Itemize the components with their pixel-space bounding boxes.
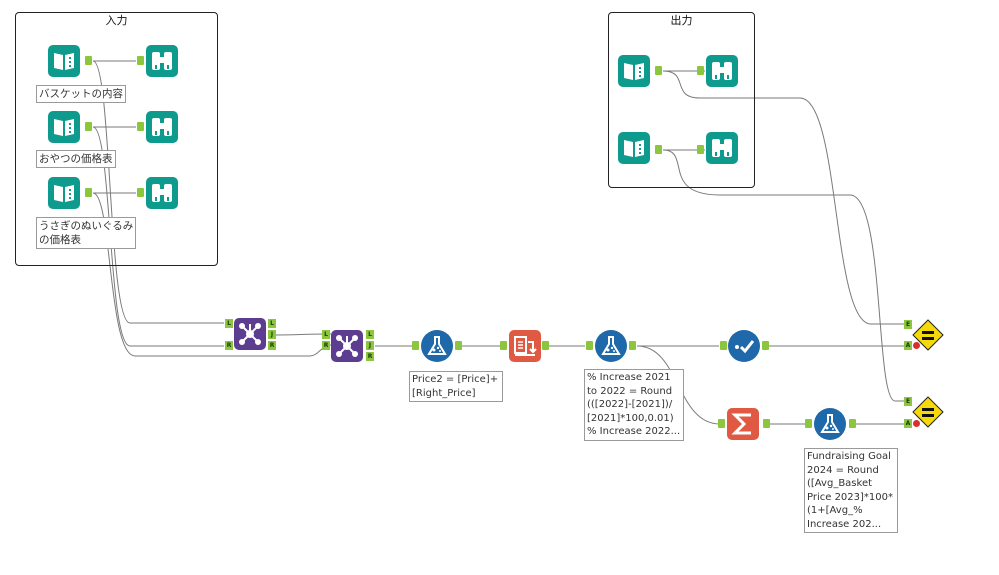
join-left-output-anchor[interactable]: L bbox=[366, 330, 374, 339]
input-container-title: 入力 bbox=[105, 14, 128, 27]
output-anchor[interactable] bbox=[85, 56, 92, 65]
formula-tool-2[interactable] bbox=[595, 330, 627, 362]
join-left-output-anchor[interactable]: L bbox=[268, 319, 276, 328]
output-anchor[interactable] bbox=[629, 341, 636, 350]
formula-icon bbox=[601, 336, 621, 355]
output-container-title: 出力 bbox=[670, 14, 693, 27]
browse-icon bbox=[152, 52, 172, 70]
crosstab-tool[interactable] bbox=[509, 330, 541, 362]
input-anchor[interactable] bbox=[412, 341, 419, 350]
input-anchor[interactable] bbox=[586, 341, 593, 350]
output-anchor[interactable] bbox=[85, 122, 92, 131]
input-anchor[interactable] bbox=[697, 66, 704, 75]
input-anchor[interactable] bbox=[805, 419, 812, 428]
output-anchor[interactable] bbox=[849, 419, 856, 428]
input-anchor[interactable] bbox=[137, 122, 144, 131]
input-anchor[interactable] bbox=[137, 188, 144, 197]
input-anchor[interactable] bbox=[137, 56, 144, 65]
input-data-icon bbox=[54, 119, 74, 136]
input-label-basket: バスケットの内容 bbox=[36, 85, 126, 103]
formula-tool-3[interactable] bbox=[814, 408, 846, 440]
input-label-plush: うさぎのぬいぐるみ の価格表 bbox=[36, 217, 137, 249]
formula-icon bbox=[427, 336, 447, 355]
browse-tool[interactable] bbox=[146, 45, 178, 77]
test-tool-1[interactable] bbox=[912, 319, 944, 351]
input-data-tool-basket[interactable] bbox=[48, 45, 80, 77]
formula-annotation-3: Fundraising Goal 2024 = Round ([Avg_Bask… bbox=[804, 448, 898, 533]
test-tool-2[interactable] bbox=[912, 396, 944, 428]
join-icon bbox=[336, 335, 358, 357]
input-data-tool-output-1[interactable] bbox=[618, 55, 650, 87]
join-right-anchor[interactable]: R bbox=[322, 341, 330, 350]
error-indicator-icon bbox=[913, 420, 920, 427]
browse-tool[interactable] bbox=[146, 177, 178, 209]
input-data-icon bbox=[54, 185, 74, 202]
test-actual-anchor[interactable]: A bbox=[904, 341, 912, 350]
join-tool-1[interactable] bbox=[234, 318, 266, 350]
browse-tool[interactable] bbox=[706, 55, 738, 87]
input-data-icon bbox=[624, 63, 644, 80]
formula-tool-1[interactable] bbox=[421, 330, 453, 362]
join-right-anchor[interactable]: R bbox=[225, 341, 233, 350]
test-actual-anchor[interactable]: A bbox=[904, 419, 912, 428]
output-anchor[interactable] bbox=[762, 341, 769, 350]
output-anchor[interactable] bbox=[655, 145, 662, 154]
test-icon bbox=[912, 396, 944, 428]
browse-tool[interactable] bbox=[706, 132, 738, 164]
summarize-tool[interactable] bbox=[727, 408, 759, 440]
formula-annotation-2: % Increase 2021 to 2022 = Round (([2022]… bbox=[584, 369, 684, 441]
formula-icon bbox=[820, 414, 840, 433]
summarize-icon bbox=[731, 413, 751, 435]
join-tool-2[interactable] bbox=[331, 330, 363, 362]
output-anchor[interactable] bbox=[85, 188, 92, 197]
browse-icon bbox=[152, 184, 172, 202]
browse-icon bbox=[152, 118, 172, 136]
output-container[interactable]: 出力 bbox=[608, 12, 755, 188]
input-data-tool-output-2[interactable] bbox=[618, 132, 650, 164]
formula-annotation-1: Price2 = [Price]+ [Right_Price] bbox=[409, 371, 503, 402]
error-indicator-icon bbox=[913, 342, 920, 349]
crosstab-icon bbox=[514, 336, 537, 356]
output-anchor[interactable] bbox=[455, 341, 462, 350]
browse-icon bbox=[712, 62, 732, 80]
select-icon bbox=[735, 340, 755, 354]
output-anchor[interactable] bbox=[763, 419, 770, 428]
test-expected-anchor[interactable]: E bbox=[904, 397, 912, 406]
join-icon bbox=[239, 323, 261, 345]
join-left-anchor[interactable]: L bbox=[322, 330, 330, 339]
input-container[interactable]: 入力 bbox=[15, 12, 218, 266]
join-join-output-anchor[interactable]: J bbox=[268, 330, 276, 339]
input-anchor[interactable] bbox=[718, 419, 725, 428]
input-data-tool-plush[interactable] bbox=[48, 177, 80, 209]
input-anchor[interactable] bbox=[500, 341, 507, 350]
input-data-icon bbox=[624, 140, 644, 157]
select-tool[interactable] bbox=[728, 330, 760, 362]
join-right-output-anchor[interactable]: R bbox=[268, 341, 276, 350]
output-anchor[interactable] bbox=[542, 341, 549, 350]
join-left-anchor[interactable]: L bbox=[225, 319, 233, 328]
test-expected-anchor[interactable]: E bbox=[904, 320, 912, 329]
join-right-output-anchor[interactable]: R bbox=[366, 352, 374, 361]
input-anchor[interactable] bbox=[697, 145, 704, 154]
input-anchor[interactable] bbox=[720, 341, 727, 350]
input-label-snacks: おやつの価格表 bbox=[36, 150, 116, 168]
test-icon bbox=[912, 319, 944, 351]
input-data-icon bbox=[54, 53, 74, 70]
join-join-output-anchor[interactable]: J bbox=[366, 341, 374, 350]
browse-icon bbox=[712, 139, 732, 157]
input-data-tool-snacks[interactable] bbox=[48, 111, 80, 143]
browse-tool[interactable] bbox=[146, 111, 178, 143]
output-anchor[interactable] bbox=[655, 66, 662, 75]
